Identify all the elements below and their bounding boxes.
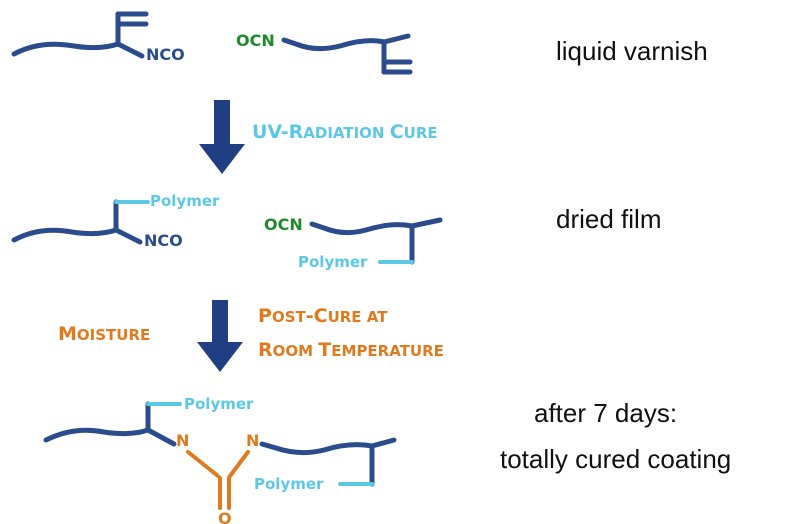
monomer-left: NCO [11, 11, 185, 64]
polymer-label: Polymer [150, 192, 220, 210]
step-post-cure-line2: ROOM TEMPERATURE [258, 339, 444, 361]
nitrogen-left: N [176, 431, 189, 450]
chain-backbone-right [259, 437, 397, 456]
step-uv-radiation-cure: UV-RADIATION CURE [252, 121, 438, 143]
polymer-label: Polymer [298, 253, 368, 271]
polymer-label: Polymer [254, 475, 324, 493]
urea-bond [186, 450, 220, 478]
nco-label: NCO [146, 45, 185, 64]
monomer-right: OCN [236, 31, 413, 75]
stage-dried-film: dried film [556, 204, 661, 234]
polymerized-left: Polymer NCO [11, 192, 220, 250]
ocn-label: OCN [236, 31, 275, 50]
step-moisture: MOISTURE [58, 323, 150, 345]
chain-backbone [309, 217, 443, 236]
ocn-label: OCN [264, 215, 303, 234]
oxygen-label: O [218, 509, 232, 524]
chain-backbone-left [43, 427, 177, 447]
polymerized-right: OCN Polymer [264, 215, 443, 271]
step-post-cure-line1: POST-CURE AT [258, 305, 388, 327]
chain-backbone [11, 227, 143, 245]
stage-liquid-varnish: liquid varnish [556, 36, 708, 66]
crosslinked-network: Polymer N O N Polymer [43, 395, 397, 524]
chain-backbone [11, 41, 145, 59]
arrow-uv-cure [199, 100, 245, 174]
urea-bond [228, 450, 250, 478]
arrow-post-cure [197, 300, 243, 372]
stage-after-7-days: after 7 days: [534, 398, 677, 428]
polymer-label: Polymer [184, 395, 254, 413]
nitrogen-right: N [246, 431, 259, 450]
nco-label: NCO [144, 231, 183, 250]
chain-backbone [281, 33, 411, 52]
stage-totally-cured-coating: totally cured coating [500, 444, 731, 474]
